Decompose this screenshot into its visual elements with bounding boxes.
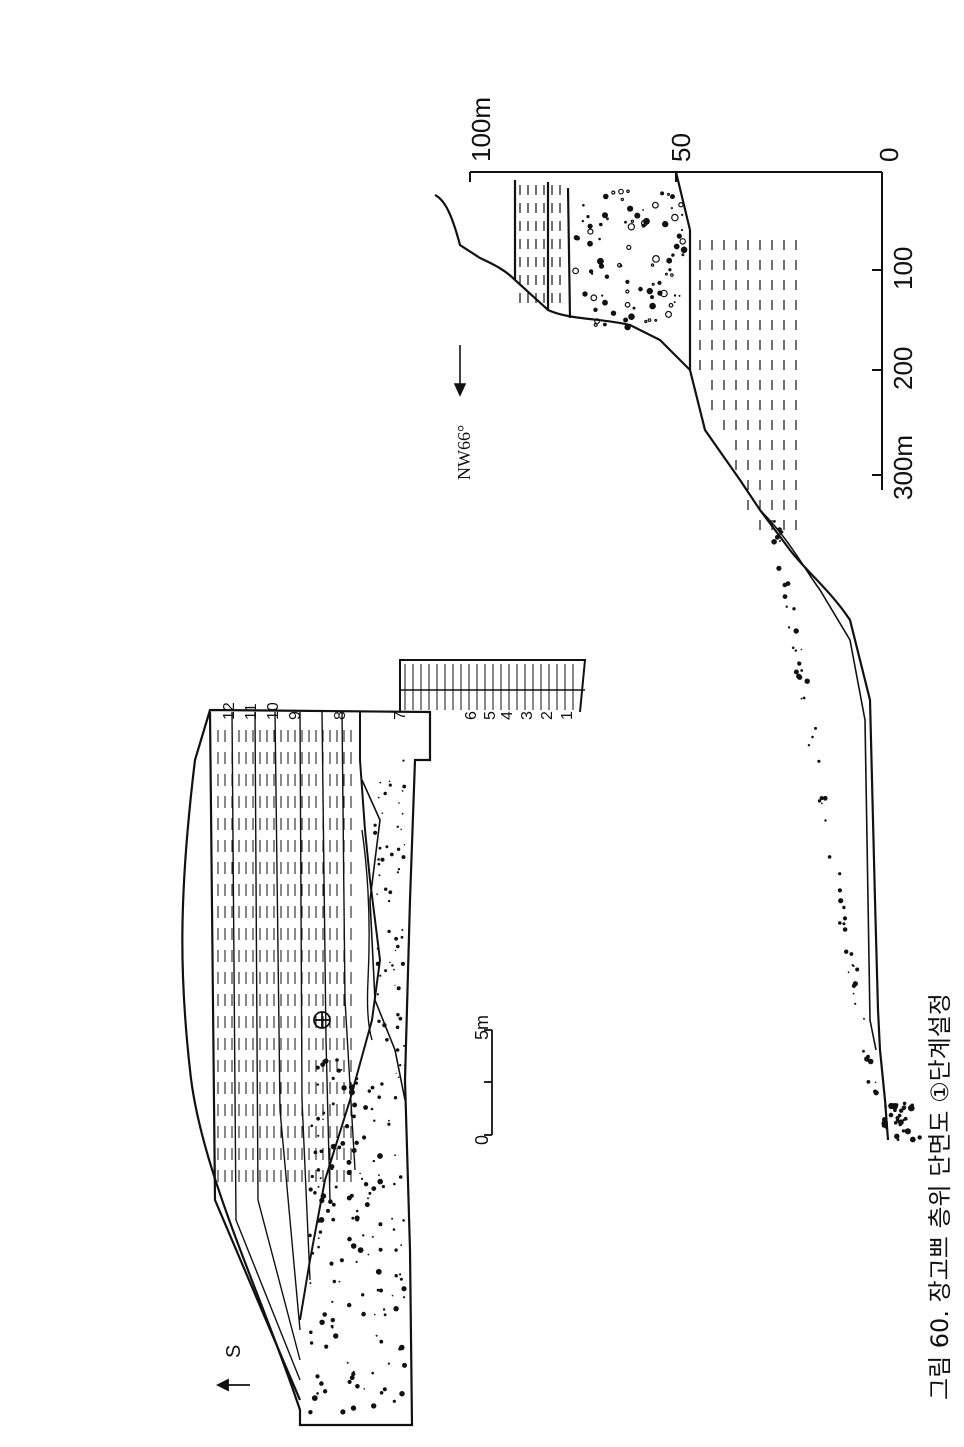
left-upper-surface xyxy=(208,711,302,1401)
terrain-hatching xyxy=(519,185,797,530)
terrain-profile xyxy=(434,171,890,1141)
layer-number: 4 xyxy=(499,711,516,720)
left-section-hatching xyxy=(217,664,574,1182)
distance-tick-label: 100 xyxy=(888,247,918,290)
left-lens-boundary xyxy=(361,779,406,1101)
terrain-gravel-dots xyxy=(572,188,922,1143)
terrain-surface xyxy=(434,194,890,1141)
height-tick-label: 50 xyxy=(666,133,696,162)
gravel-lower-boundary xyxy=(513,180,572,319)
distance-tick-label: 200 xyxy=(888,347,918,390)
height-tick-label: 0 xyxy=(874,148,904,162)
layer-number: 7 xyxy=(392,711,409,720)
scale-zero-label: 0 xyxy=(472,1135,492,1145)
left-scale-bar xyxy=(484,1029,493,1136)
layer-number: 2 xyxy=(539,711,556,720)
left-layer-line-c xyxy=(274,711,301,1331)
layer-number: 12 xyxy=(221,702,238,720)
layer-number-labels: 1 2 3 4 5 6 7 8 9 10 11 12 xyxy=(221,702,576,720)
layer-number: 10 xyxy=(265,702,282,720)
left-gravel-dots xyxy=(308,759,407,1415)
height-tick-label: 100m xyxy=(466,97,496,162)
distance-tick-label: 300m xyxy=(888,435,918,500)
right-direction-arrow xyxy=(453,345,467,397)
layer-number: 3 xyxy=(519,711,536,720)
left-layer-line-d xyxy=(299,711,311,1281)
layer-number: 1 xyxy=(559,711,576,720)
left-section-outline xyxy=(181,708,432,1427)
circled-cross-symbol xyxy=(313,1011,331,1029)
left-layer-line-b xyxy=(254,711,301,1361)
layer-number: 8 xyxy=(332,711,349,720)
scale-length-label: 5m xyxy=(472,1015,492,1040)
left-steep-column xyxy=(399,659,587,713)
left-gravel-boundary xyxy=(299,712,382,1321)
left-direction-arrow xyxy=(215,1378,250,1392)
left-hatched-lens xyxy=(361,829,373,1041)
left-layer-line-a xyxy=(231,711,301,1381)
figure-caption: 그림 60. 장고쁘 층위 단면도 ①단계설정 xyxy=(926,993,954,1400)
layer-number: 5 xyxy=(482,711,499,720)
layer-number: 9 xyxy=(287,711,304,720)
layer-number: 6 xyxy=(463,711,480,720)
right-axes xyxy=(469,171,883,490)
left-direction-label: S xyxy=(223,1345,245,1358)
left-layer-line-f xyxy=(341,711,356,1171)
layer-number: 11 xyxy=(243,703,260,720)
valley-fill xyxy=(759,509,877,1051)
right-direction-label: NW66° xyxy=(454,425,474,480)
colluvium-boundary xyxy=(674,171,692,370)
